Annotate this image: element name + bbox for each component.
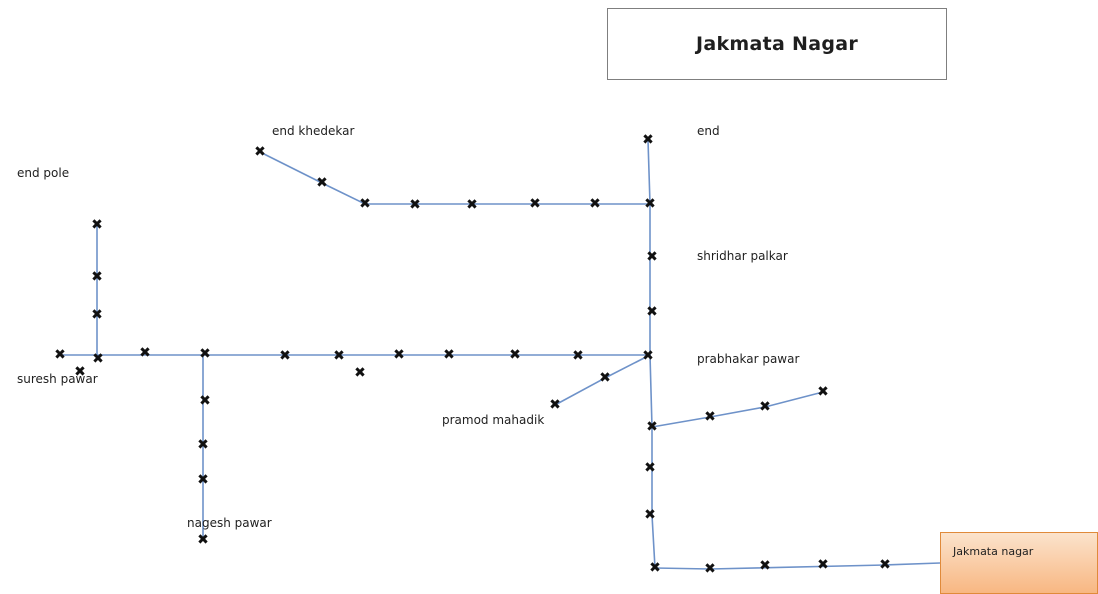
pole-cross-icon: ✖: [54, 347, 66, 363]
pole-cross-icon: ✖: [529, 196, 541, 212]
pole-cross-icon: ✖: [704, 561, 716, 577]
pole-cross-icon: ✖: [642, 348, 654, 364]
pole-cross-icon: ✖: [817, 384, 829, 400]
pole-cross-icon: ✖: [644, 460, 656, 476]
pole-cross-icon: ✖: [393, 347, 405, 363]
label-suresh-pawar: suresh pawar: [17, 372, 98, 386]
pole-cross-icon: ✖: [589, 196, 601, 212]
pole-cross-icon: ✖: [92, 351, 104, 367]
pole-cross-icon: ✖: [509, 347, 521, 363]
legend-box: Jakmata nagar: [940, 532, 1098, 594]
pole-cross-icon: ✖: [254, 144, 266, 160]
pole-cross-icon: ✖: [197, 437, 209, 453]
label-nagesh-pawar: nagesh pawar: [187, 516, 272, 530]
pole-cross-icon: ✖: [649, 560, 661, 576]
pole-cross-icon: ✖: [572, 348, 584, 364]
label-end-khedekar: end khedekar: [272, 124, 355, 138]
wire-segment: [647, 139, 656, 569]
label-end: end: [697, 124, 720, 138]
label-shridhar-palkar: shridhar palkar: [697, 249, 788, 263]
pole-cross-icon: ✖: [642, 132, 654, 148]
pole-cross-icon: ✖: [139, 345, 151, 361]
pole-cross-icon: ✖: [316, 175, 328, 191]
pole-cross-icon: ✖: [409, 197, 421, 213]
pole-cross-icon: ✖: [599, 370, 611, 386]
label-end-pole: end pole: [17, 166, 70, 180]
pole-cross-icon: ✖: [466, 197, 478, 213]
pole-cross-icon: ✖: [704, 409, 716, 425]
wire-segment: [651, 391, 824, 428]
legend-label: Jakmata nagar: [953, 545, 1034, 558]
pole-cross-icon: ✖: [646, 419, 658, 435]
pole-cross-icon: ✖: [354, 365, 366, 381]
pole-cross-icon: ✖: [359, 196, 371, 212]
wire-segment: [554, 354, 651, 406]
pole-cross-icon: ✖: [91, 307, 103, 323]
pole-cross-icon: ✖: [646, 249, 658, 265]
wire-segment: [259, 151, 650, 205]
pole-cross-icon: ✖: [74, 364, 86, 380]
pole-cross-icon: ✖: [333, 348, 345, 364]
pole-markers: ✖ ✖ ✖ ✖ ✖ ✖ ✖ ✖ ✖ ✖ ✖ ✖ ✖ ✖ ✖ ✖ ✖ ✖ ✖ ✖ ✖ ✖ ✖ ✖ ✖ ✖ ✖ ✖ ✖ ✖ ✖ ✖ ✖ ✖ ✖ ✖ ✖ ✖ ✖ ✖…: [54, 132, 891, 577]
pole-cross-icon: ✖: [199, 346, 211, 362]
pole-cross-icon: ✖: [644, 507, 656, 523]
pole-cross-icon: ✖: [879, 557, 891, 573]
pole-cross-icon: ✖: [197, 472, 209, 488]
wire-lines: [60, 139, 941, 570]
pole-cross-icon: ✖: [759, 399, 771, 415]
label-prabhakar-pawar: prabhakar pawar: [697, 352, 800, 366]
pole-cross-icon: ✖: [759, 558, 771, 574]
pole-cross-icon: ✖: [549, 397, 561, 413]
pole-cross-icon: ✖: [197, 532, 209, 548]
pole-cross-icon: ✖: [91, 269, 103, 285]
pole-cross-icon: ✖: [646, 304, 658, 320]
wire-segment: [654, 562, 941, 570]
pole-cross-icon: ✖: [817, 557, 829, 573]
pole-cross-icon: ✖: [199, 393, 211, 409]
pole-cross-icon: ✖: [91, 217, 103, 233]
pole-cross-icon: ✖: [644, 196, 656, 212]
pole-cross-icon: ✖: [279, 348, 291, 364]
label-pramod-mahadik: pramod mahadik: [442, 413, 545, 427]
title-box: Jakmata Nagar: [607, 8, 947, 80]
diagram-title: Jakmata Nagar: [695, 33, 859, 55]
pole-cross-icon: ✖: [443, 347, 455, 363]
